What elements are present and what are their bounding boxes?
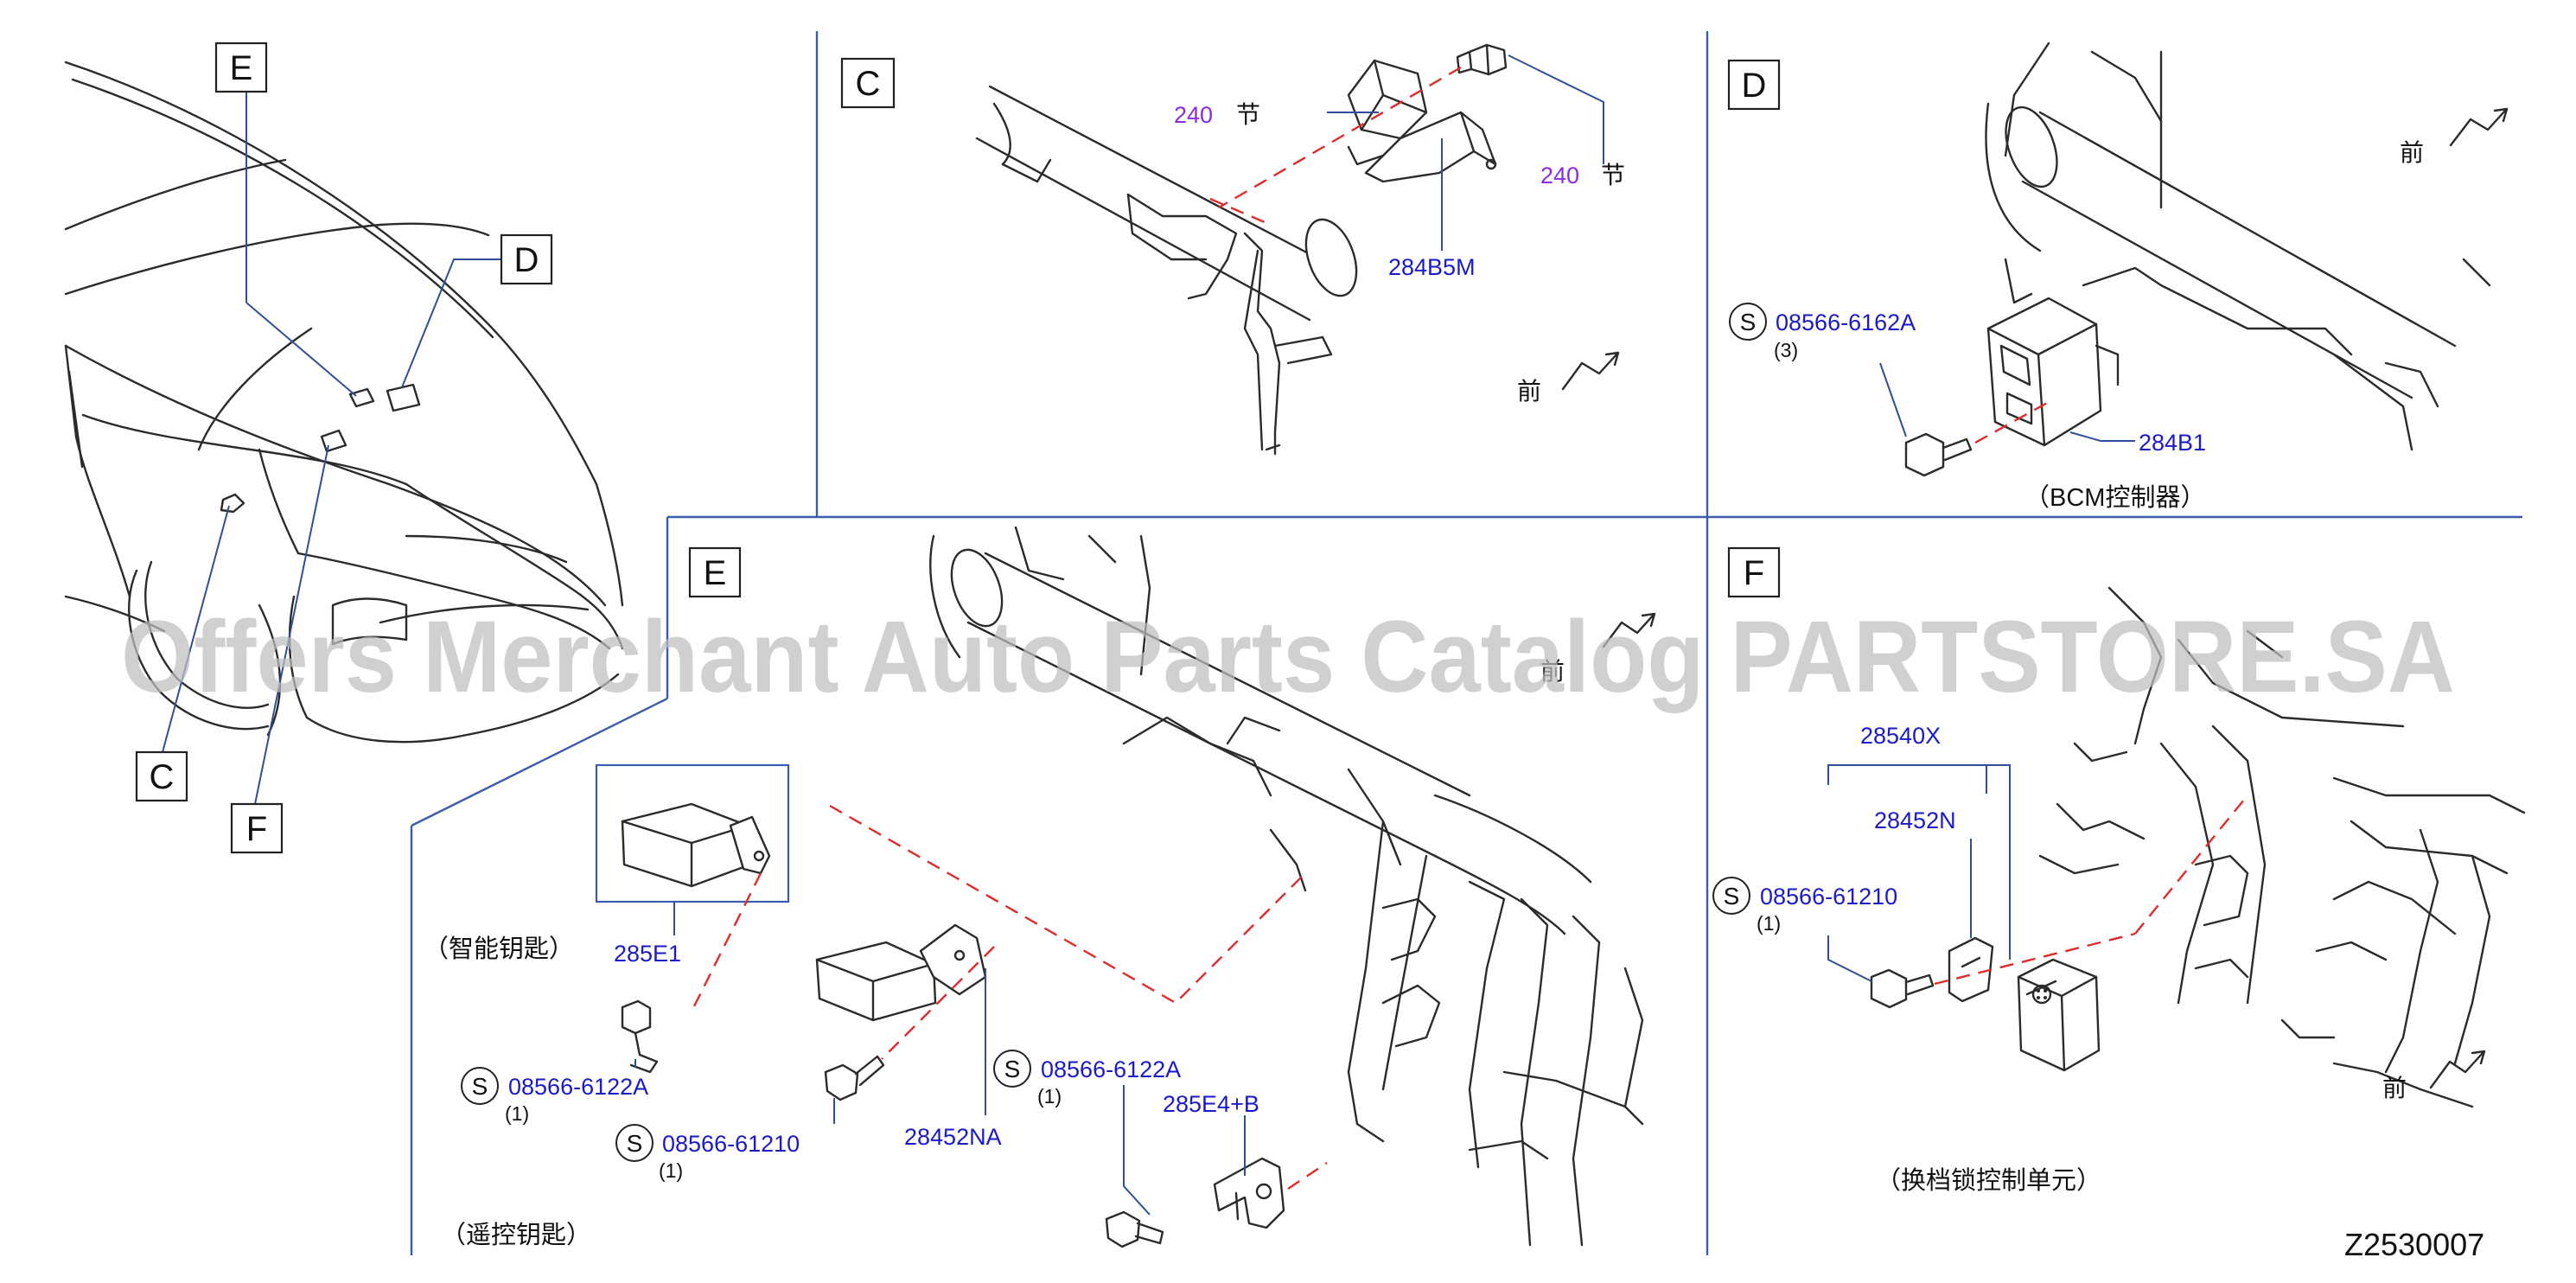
bcm-module	[1986, 297, 2120, 447]
callout-08566-61210-e: S 08566-61210 (1)	[615, 1124, 800, 1182]
antenna-285e4b	[1213, 1157, 1285, 1229]
view-d-box: D	[1727, 59, 1781, 111]
view-c-box: C	[840, 57, 896, 109]
view-d: D	[1727, 41, 2509, 512]
view-e: E	[424, 526, 1656, 1249]
bolt-e-2	[824, 1055, 885, 1101]
svg-text:08566-61210: 08566-61210	[1760, 884, 1897, 910]
callout-240-left: 240 节	[1174, 101, 1260, 128]
overview-leader-lines	[162, 92, 501, 805]
view-c-leaders	[1327, 54, 1604, 251]
view-f-phantom-line	[1934, 932, 2136, 986]
overview-box-D: D	[500, 233, 553, 285]
smart-key-inset	[595, 763, 790, 903]
svg-text:240: 240	[1540, 163, 1579, 188]
callout-28452na: 28452NA	[904, 1124, 1002, 1150]
svg-text:08566-6122A: 08566-6122A	[508, 1074, 648, 1100]
bolt-f	[1870, 968, 1935, 1009]
bcm-name-label: （BCM控制器）	[2024, 483, 2205, 512]
svg-text:240: 240	[1174, 102, 1213, 128]
front-arrow-e: 前	[1540, 612, 1656, 685]
svg-text:08566-61210: 08566-61210	[662, 1131, 800, 1157]
svg-text:08566-6162A: 08566-6162A	[1776, 310, 1916, 335]
steering-member-c	[975, 85, 1358, 456]
bolt-d	[1904, 432, 1973, 477]
view-d-leaders	[1879, 362, 2135, 442]
svg-text:S: S	[627, 1130, 643, 1157]
overview-box-E: E	[214, 41, 268, 93]
shift-lock-control-unit	[2017, 958, 2101, 1072]
callout-08566-61210-f: S 08566-61210 (1)	[1712, 877, 1897, 935]
remote-key-name-label: （遥控钥匙）	[441, 1221, 591, 1249]
view-e-box: E	[688, 546, 742, 598]
diagram-code: Z2530007	[2344, 1227, 2484, 1262]
svg-text:(1): (1)	[1757, 912, 1781, 935]
svg-text:(1): (1)	[659, 1159, 683, 1182]
callout-08566-6162a: S 08566-6162A (3)	[1729, 303, 1916, 361]
callout-285e4b: 285E4+B	[1163, 1091, 1259, 1117]
overview-box-F: F	[230, 802, 284, 854]
callout-08566-6122a-left: S 08566-6122A (1)	[461, 1067, 648, 1125]
svg-text:S: S	[1004, 1056, 1021, 1082]
callout-240-right: 240 节	[1540, 162, 1625, 188]
svg-text:前: 前	[1540, 658, 1565, 685]
bracket-284b5m	[1347, 59, 1497, 183]
shift-lock-unit-name-label: （换档锁控制单元）	[1876, 1166, 2101, 1195]
callout-284b1: 284B1	[2139, 430, 2206, 456]
view-d-phantom-line	[1974, 400, 2050, 444]
overview-car-view: E D C F	[64, 41, 624, 854]
svg-text:前: 前	[2382, 1075, 2407, 1101]
panel-frames	[410, 31, 2522, 1255]
bracket-28452n	[1948, 936, 1994, 1003]
callout-285e1: 285E1	[614, 941, 681, 967]
steering-member-f	[2038, 586, 2526, 1108]
steering-member-d	[1985, 41, 2491, 451]
svg-text:F: F	[246, 810, 267, 848]
remote-key-module	[815, 923, 987, 1022]
view-e-leaders	[634, 902, 1246, 1216]
svg-text:前: 前	[2400, 139, 2424, 166]
svg-text:C: C	[150, 758, 175, 796]
overview-part-markers	[220, 383, 421, 514]
svg-text:C: C	[856, 65, 881, 103]
front-arrow-c: 前	[1517, 351, 1620, 405]
view-c-phantom-lines	[1209, 66, 1462, 227]
overview-box-C: C	[135, 750, 188, 802]
view-f-box: F	[1727, 546, 1781, 598]
car-body-outline	[64, 61, 624, 744]
svg-text:E: E	[704, 554, 727, 592]
svg-text:节: 节	[1236, 101, 1260, 128]
svg-text:D: D	[514, 241, 539, 279]
view-f-leaders	[1827, 764, 2011, 982]
svg-text:S: S	[1724, 883, 1740, 910]
svg-text:(1): (1)	[505, 1102, 529, 1125]
view-e-phantom-lines	[690, 804, 1328, 1190]
callout-28540x: 28540X	[1860, 723, 1941, 749]
front-arrow-f: 前	[2382, 1050, 2486, 1101]
view-f-phantom-line-2	[2134, 795, 2248, 935]
smart-key-name-label: （智能钥匙）	[424, 935, 574, 963]
callout-284b5m: 284B5M	[1388, 254, 1476, 280]
svg-text:08566-6122A: 08566-6122A	[1041, 1056, 1181, 1082]
callout-28452n: 28452N	[1874, 807, 1956, 833]
svg-text:S: S	[472, 1073, 488, 1100]
callout-08566-6122a-right: S 08566-6122A (1)	[993, 1050, 1181, 1107]
nut-240	[1456, 43, 1508, 76]
svg-text:前: 前	[1517, 378, 1541, 405]
view-c: C	[840, 43, 1625, 456]
svg-text:D: D	[1742, 67, 1767, 105]
svg-text:(3): (3)	[1774, 339, 1798, 361]
bolt-e-1	[621, 999, 659, 1074]
svg-text:F: F	[1744, 554, 1764, 592]
bolt-e-3	[1105, 1210, 1164, 1248]
svg-text:节: 节	[1601, 162, 1625, 188]
watermark-text: Offers Merchant Auto Parts Catalog PARTS…	[121, 600, 2455, 714]
svg-text:S: S	[1740, 309, 1757, 335]
svg-text:(1): (1)	[1037, 1085, 1062, 1107]
view-f: F	[1712, 546, 2526, 1195]
front-arrow-d: 前	[2400, 107, 2509, 166]
svg-text:E: E	[230, 49, 253, 87]
steering-member-e	[929, 526, 1644, 1247]
